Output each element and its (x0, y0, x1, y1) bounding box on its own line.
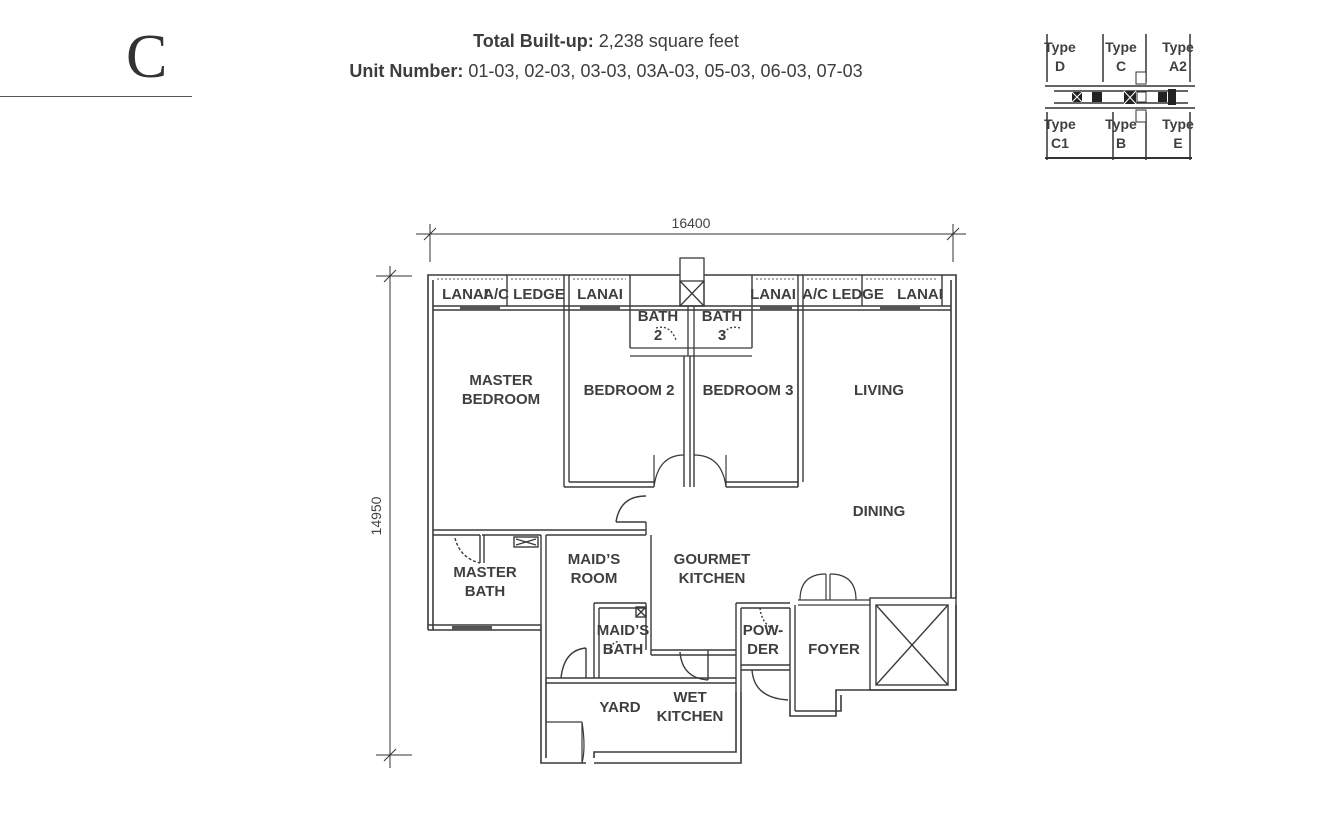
label-maids-room-line1: MAID’S (568, 551, 621, 568)
label-bath-3-line2: 3 (718, 327, 726, 344)
label-bath-2-line2: 2 (654, 327, 662, 344)
yard-door (546, 721, 585, 764)
width-dimension-line (416, 224, 966, 262)
foyer-door (798, 573, 870, 606)
depth-dimension-label: 14950 (368, 496, 384, 535)
label-bedroom-3: BEDROOM 3 (703, 382, 794, 399)
label-ac-ledge-1: A/C LEDGE (483, 286, 565, 303)
label-master-bedroom-line2: BEDROOM (462, 391, 540, 408)
label-maids-bath-line1: MAID’S (597, 622, 650, 639)
key-plan-type-e-line1: Type (1162, 116, 1194, 132)
key-plan-type-d-line2: D (1055, 58, 1065, 74)
label-living: LIVING (854, 382, 904, 399)
key-plan-type-c1-line2: C1 (1051, 135, 1069, 151)
key-plan-type-b-line2: B (1116, 135, 1126, 151)
unit-type-underline (0, 96, 192, 97)
bedroom-doors (653, 454, 727, 488)
bath-walls (630, 306, 752, 357)
label-wet-kitchen-line2: KITCHEN (657, 708, 724, 725)
unit-number-label: Unit Number: (349, 61, 464, 81)
label-yard: YARD (599, 699, 640, 716)
width-dimension-label: 16400 (672, 215, 711, 231)
key-plan-type-a2-line1: Type (1162, 39, 1194, 55)
unit-type-letter: C (126, 23, 168, 91)
label-gourmet-kitchen-line2: KITCHEN (679, 570, 746, 587)
maids-walls (546, 534, 736, 684)
label-bath-2-line1: BATH (638, 308, 679, 325)
depth-dimension-line (376, 266, 412, 768)
built-up-line: Total Built-up: 2,238 square feet (300, 30, 912, 52)
bedroom-walls (564, 310, 804, 488)
unit-number-value: 01-03, 02-03, 03-03, 03A-03, 05-03, 06-0… (468, 61, 863, 81)
powder-walls (735, 602, 796, 711)
built-up-label: Total Built-up: (473, 31, 594, 51)
label-bath-3-line1: BATH (702, 308, 743, 325)
key-plan-type-d-line1: Type (1044, 39, 1076, 55)
key-plan-type-b-line1: Type (1105, 116, 1137, 132)
key-plan-type-a2-line2: A2 (1169, 58, 1187, 74)
label-powder-line2: DER (747, 641, 779, 658)
label-ac-ledge-2: A/C LEDGE (802, 286, 884, 303)
label-dining: DINING (853, 503, 906, 520)
label-powder-line1: POW- (743, 622, 784, 639)
unit-number-line: Unit Number: 01-03, 02-03, 03-03, 03A-03… (300, 60, 912, 82)
label-wet-kitchen-line1: WET (673, 689, 706, 706)
label-lanai-1: LANAI (442, 286, 488, 303)
key-plan-type-c1-line1: Type (1044, 116, 1076, 132)
label-master-bedroom-line1: MASTER (469, 372, 533, 389)
built-up-value: 2,238 square feet (598, 31, 739, 51)
label-maids-room-line2: ROOM (571, 570, 618, 587)
key-plan-type-e-line2: E (1173, 135, 1182, 151)
label-foyer: FOYER (808, 641, 860, 658)
label-bedroom-2: BEDROOM 2 (584, 382, 675, 399)
sliding-doors (452, 306, 920, 630)
service-shaft (679, 257, 705, 307)
label-lanai-2: LANAI (577, 286, 623, 303)
key-plan-type-c-line2: C (1116, 58, 1126, 74)
label-master-bath-line1: MASTER (453, 564, 517, 581)
key-plan: Type D Type C Type A2 Type C1 Type B Typ… (1044, 34, 1195, 160)
key-plan-type-c-line1: Type (1105, 39, 1137, 55)
label-lanai-4: LANAI (897, 286, 943, 303)
label-lanai-3: LANAI (750, 286, 796, 303)
label-maids-bath-line2: BATH (603, 641, 644, 658)
lift-lobby (869, 597, 957, 691)
label-master-bath-line2: BATH (465, 583, 506, 600)
master-bath-walls (433, 495, 647, 678)
label-gourmet-kitchen-line1: GOURMET (674, 551, 751, 568)
